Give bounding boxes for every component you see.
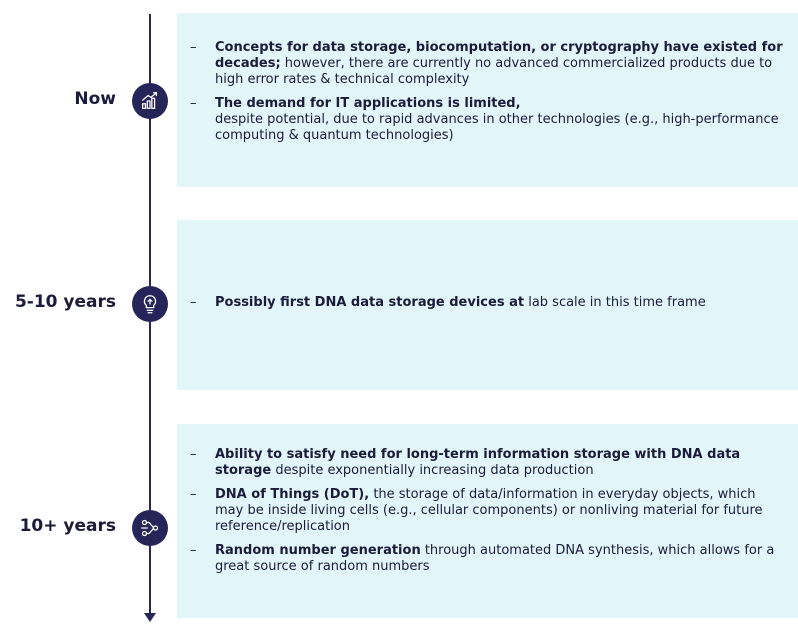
timeline-label-5-10-years: 5-10 years bbox=[14, 292, 116, 312]
item-bold: The demand for IT applications is limite… bbox=[215, 96, 521, 111]
list-item: –Random number generation through automa… bbox=[190, 543, 775, 574]
item-text: through automated DNA synthesis, which a… bbox=[215, 543, 775, 574]
item-bold: DNA of Things (DoT), bbox=[215, 487, 370, 502]
item-text: the storage of data/information in every… bbox=[215, 487, 763, 534]
list-item: –Concepts for data storage, biocomputati… bbox=[190, 40, 783, 87]
item-text: lab scale in this time frame bbox=[524, 295, 706, 310]
item-text: despite potential, due to rapid advances… bbox=[215, 112, 779, 143]
list-item: –Possibly first DNA data storage devices… bbox=[190, 295, 706, 310]
item-bold: Random number generation bbox=[215, 543, 421, 558]
list-item: –DNA of Things (DoT), the storage of dat… bbox=[190, 487, 763, 534]
timeline-panel-now: –Concepts for data storage, biocomputati… bbox=[177, 13, 798, 187]
network-nodes-icon bbox=[132, 510, 168, 546]
growth-chart-icon bbox=[132, 83, 168, 119]
timeline-label-10-plus-years: 10+ years bbox=[19, 516, 116, 536]
item-bold: Ability to satisfy need for long-term in… bbox=[215, 447, 741, 478]
timeline-label-now: Now bbox=[74, 89, 116, 109]
lightbulb-brain-icon bbox=[132, 286, 168, 322]
list-item: –Ability to satisfy need for long-term i… bbox=[190, 447, 741, 478]
timeline-panel-5-10-years: –Possibly first DNA data storage devices… bbox=[177, 220, 798, 390]
item-bold: Concepts for data storage, biocomputatio… bbox=[215, 40, 783, 71]
item-text: despite exponentially increasing data pr… bbox=[271, 463, 594, 478]
timeline-panel-10-plus-years: –Ability to satisfy need for long-term i… bbox=[177, 424, 798, 618]
item-text: however, there are currently no advanced… bbox=[215, 56, 773, 87]
timeline-arrow-head bbox=[144, 613, 156, 622]
item-bold: Possibly first DNA data storage devices … bbox=[215, 295, 525, 310]
list-item: –The demand for IT applications is limit… bbox=[190, 96, 779, 143]
